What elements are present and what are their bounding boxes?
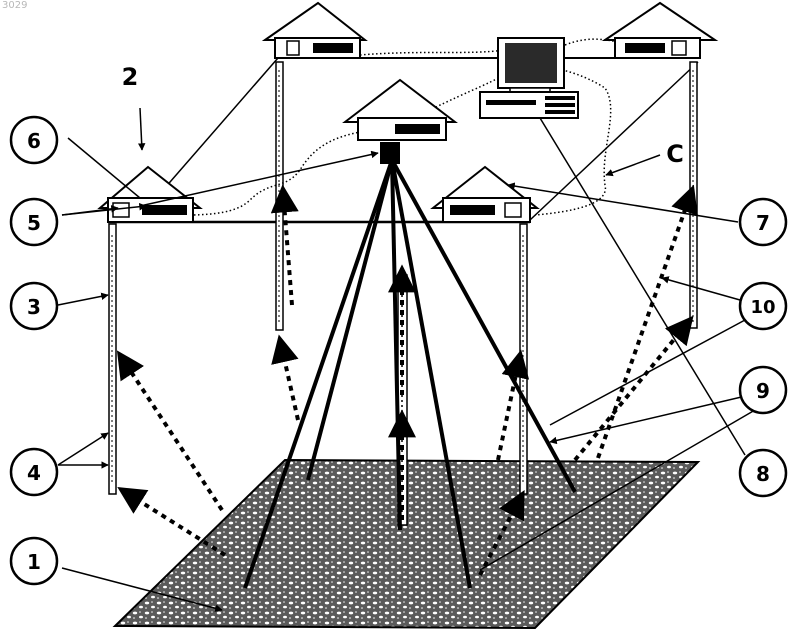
callout-4: 4 [11, 449, 57, 495]
label-2: 2 [122, 63, 139, 91]
callout-3: 3 [11, 283, 57, 329]
callout-7: 7 [740, 199, 786, 245]
callout-6: 6 [11, 117, 57, 163]
callout-4-label: 4 [27, 461, 41, 485]
station-house-top-right [605, 3, 715, 58]
callout-10-label: 10 [750, 297, 775, 318]
callout-6-label: 6 [27, 129, 41, 153]
callout-8-label: 8 [756, 462, 770, 486]
station-house-left [100, 167, 200, 222]
callout-5-label: 5 [27, 211, 41, 235]
callout-9: 9 [740, 367, 786, 413]
station-house-center [345, 80, 455, 164]
computer-terminal [480, 38, 578, 118]
station-house-top-left [265, 3, 365, 58]
post-left [109, 224, 116, 494]
callout-8: 8 [740, 450, 786, 496]
label-c: C [666, 140, 684, 168]
callout-1: 1 [11, 538, 57, 584]
callout-10: 10 [740, 283, 786, 329]
station-house-right [433, 167, 537, 222]
callout-1-label: 1 [27, 550, 41, 574]
callout-5: 5 [11, 199, 57, 245]
callout-3-label: 3 [27, 295, 41, 319]
callout-9-label: 9 [756, 379, 770, 403]
callout-7-label: 7 [756, 211, 770, 235]
